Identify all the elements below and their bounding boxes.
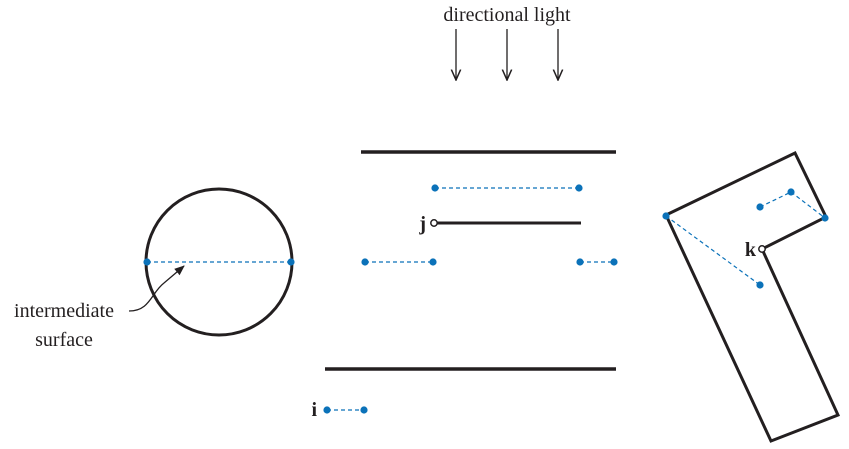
l-shape-dashed-upper-a (759, 191, 792, 208)
l-shape-dashed-upper-b (790, 191, 826, 219)
point-i-group: i (311, 399, 368, 421)
upper-segment-endpoint-right (575, 184, 583, 192)
middle-right-endpoint-b (610, 258, 618, 266)
point-i-endpoint-a (323, 406, 331, 414)
middle-right-segment (576, 258, 618, 266)
circle-occluder (143, 187, 295, 337)
point-i-endpoint-b (360, 406, 368, 414)
middle-left-endpoint-b (429, 258, 437, 266)
upper-visible-segment (431, 184, 583, 192)
point-i-label: i (311, 399, 317, 421)
intermediate-surface-pointer (128, 265, 185, 312)
point-j-marker (430, 219, 438, 227)
middle-left-endpoint-a (361, 258, 369, 266)
l-shape-dashed-diagonal (665, 215, 761, 286)
point-j-label: j (418, 213, 426, 235)
l-shape-upper-point-a (756, 203, 764, 211)
surface-endpoint-left (143, 258, 151, 266)
point-k-marker (758, 245, 766, 253)
l-shape-corner-point (662, 212, 670, 220)
point-k-label: k (745, 239, 757, 261)
surface-endpoint-right (287, 258, 295, 266)
l-shape-inner-corner-point (821, 214, 829, 222)
l-shape-segments (662, 188, 829, 289)
intermediate-surface-label-line1: intermediate (14, 300, 114, 322)
light-arrows (456, 29, 558, 80)
directional-light-label: directional light (443, 4, 571, 26)
point-k-group: k (745, 239, 766, 261)
upper-segment-endpoint-left (431, 184, 439, 192)
middle-left-segment (361, 258, 437, 266)
point-j-group: j (418, 213, 581, 235)
l-shape-upper-point-b (787, 188, 795, 196)
middle-right-endpoint-a (576, 258, 584, 266)
l-shaped-occluder (664, 151, 841, 443)
intermediate-surface-label-line2: surface (35, 329, 93, 351)
l-shape-lower-point (756, 281, 764, 289)
